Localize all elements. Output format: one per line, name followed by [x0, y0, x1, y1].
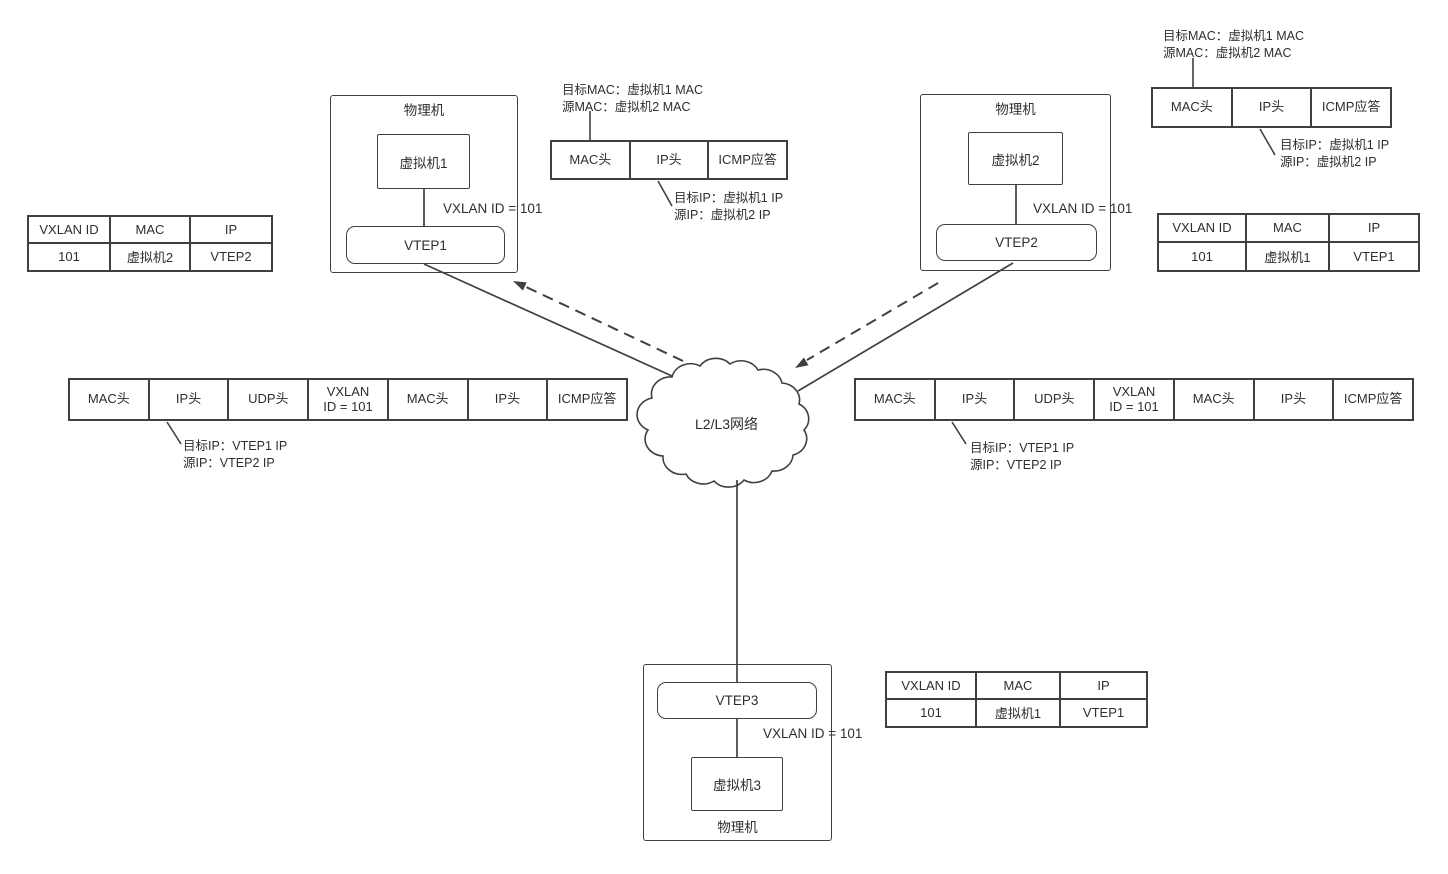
packet-field-cell: ICMP应答: [1343, 391, 1403, 407]
vxlan-mapping-table-right: VXLAN ID MAC IP 101 虚拟机1 VTEP1: [1157, 213, 1420, 272]
packet-field-cell: UDP头: [229, 380, 310, 419]
packet-field-cell: MAC头: [389, 380, 469, 419]
mapping-header-cell: IP: [1330, 215, 1418, 243]
mapping-header-cell: IP: [1061, 673, 1146, 700]
reply-path-arrow-to-vtep1: [523, 285, 684, 362]
vtep2-to-cloud-line: [797, 262, 1014, 392]
mapping-header-cell: MAC: [111, 217, 191, 244]
host1-box: 物理机: [330, 95, 518, 273]
host1-title: 物理机: [403, 103, 445, 118]
note-line-reply-right-ip: [1259, 128, 1276, 156]
mapping-value-cell: 虚拟机1: [977, 699, 1061, 726]
host3-box: 物理机: [643, 664, 832, 841]
vtep2-box: VTEP2: [936, 224, 1097, 261]
network-cloud-shape: [636, 357, 810, 488]
packet-field-cell: UDP头: [1015, 380, 1096, 419]
mapping-header-cell: VXLAN ID: [1159, 215, 1247, 243]
note-mac-reply-left: 目标MAC：虚拟机1 MAC 源MAC：虚拟机2 MAC: [562, 83, 703, 114]
vxlan-id-label-host3: VXLAN ID = 101: [763, 726, 863, 741]
packet-field-cell: MAC头: [552, 142, 631, 178]
packet-field-cell: IP头: [1255, 380, 1335, 419]
mapping-value-cell: VTEP1: [1082, 705, 1125, 721]
mapping-value-cell: 虚拟机1: [1247, 242, 1330, 270]
packet-field-cell: MAC头: [856, 380, 936, 419]
vtep3-box: VTEP3: [657, 682, 817, 719]
packet-field-cell: VXLAN ID = 101: [309, 380, 389, 419]
vtep1-to-cloud-line: [423, 263, 673, 377]
mapping-value-cell: VTEP2: [210, 249, 252, 265]
vxlan-mapping-table-bottom: VXLAN ID MAC IP 101 虚拟机1 VTEP1: [885, 671, 1148, 728]
mapping-value-cell: 虚拟机2: [111, 243, 191, 270]
mapping-header-cell: VXLAN ID: [887, 673, 977, 700]
mapping-header-cell: VXLAN ID: [29, 217, 111, 244]
note-ip-reply-right: 目标IP：虚拟机1 IP 源IP：虚拟机2 IP: [1280, 138, 1390, 169]
host2-box: 物理机: [920, 94, 1111, 271]
note-ip-tunnel-right: 目标IP：VTEP1 IP 源IP：VTEP2 IP: [970, 441, 1075, 472]
vxlan-mapping-table-left: VXLAN ID MAC IP 101 虚拟机2 VTEP2: [27, 215, 273, 272]
packet-field-cell: ICMP应答: [718, 151, 777, 167]
note-ip-tunnel-left: 目标IP：VTEP1 IP 源IP：VTEP2 IP: [183, 439, 288, 470]
packet-field-cell: ICMP应答: [557, 391, 617, 407]
reply-path-arrow-to-cloud: [806, 282, 939, 361]
packet-field-cell: IP头: [469, 380, 549, 419]
note-line-tunnel-right-ip: [951, 421, 967, 445]
packet-field-cell: MAC头: [70, 380, 150, 419]
host3-title: 物理机: [717, 820, 758, 835]
arrowhead-to-cloud: [795, 357, 809, 368]
mapping-value-cell: 101: [29, 243, 111, 270]
packet-field-cell: MAC头: [1175, 380, 1255, 419]
packet-field-cell: IP头: [631, 142, 710, 178]
note-ip-reply-left: 目标IP：虚拟机1 IP 源IP：虚拟机2 IP: [674, 191, 784, 222]
note-mac-reply-right: 目标MAC：虚拟机1 MAC 源MAC：虚拟机2 MAC: [1163, 29, 1304, 60]
packet-field-cell: IP头: [150, 380, 230, 419]
packet-field-cell: IP头: [936, 380, 1016, 419]
tunnel-packet-table-right: MAC头 IP头 UDP头 VXLAN ID = 101 MAC头 IP头 IC…: [854, 378, 1414, 421]
packet-field-cell: IP头: [1233, 89, 1313, 126]
mapping-value-cell: 101: [1159, 242, 1247, 270]
mapping-value-cell: 101: [887, 699, 977, 726]
vm1-box: 虚拟机1: [377, 134, 470, 189]
vtep1-box: VTEP1: [346, 226, 505, 264]
note-line-tunnel-left-ip: [166, 421, 182, 445]
note-line-reply-left-ip: [657, 180, 673, 207]
mapping-header-cell: MAC: [977, 673, 1061, 700]
reply-packet-table-right: MAC头 IP头 ICMP应答: [1151, 87, 1392, 128]
packet-field-cell: VXLAN ID = 101: [1095, 380, 1175, 419]
tunnel-packet-table-left: MAC头 IP头 UDP头 VXLAN ID = 101 MAC头 IP头 IC…: [68, 378, 628, 421]
arrowhead-to-vtep1: [513, 281, 527, 291]
vm3-box: 虚拟机3: [691, 757, 783, 811]
mapping-header-cell: IP: [191, 217, 271, 244]
packet-field-cell: ICMP应答: [1321, 99, 1381, 115]
vm2-box: 虚拟机2: [968, 132, 1063, 185]
mapping-header-cell: MAC: [1247, 215, 1330, 243]
mapping-value-cell: VTEP1: [1353, 248, 1395, 264]
vxlan-id-label-host1: VXLAN ID = 101: [443, 201, 543, 216]
host2-title: 物理机: [995, 102, 1036, 117]
vxlan-id-label-host2: VXLAN ID = 101: [1033, 201, 1133, 216]
packet-field-cell: MAC头: [1153, 89, 1233, 126]
network-cloud-label: L2/L3网络: [695, 416, 759, 432]
reply-packet-table-left: MAC头 IP头 ICMP应答: [550, 140, 788, 180]
